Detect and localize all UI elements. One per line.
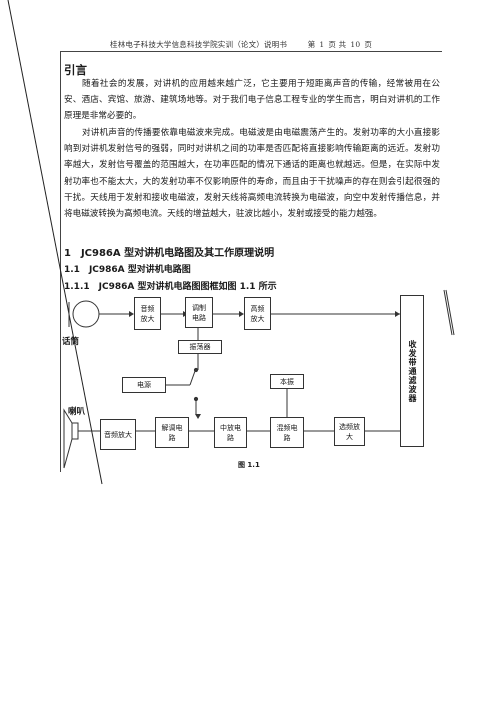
section-1-1-heading: 1.1 JC986A 型对讲机电路图 — [64, 265, 191, 275]
filter-label: 收发带通滤波器 — [408, 339, 417, 403]
block-rf-amp: 高频放大 — [244, 297, 271, 330]
block-audio-amp-tx: 音频放大 — [134, 297, 161, 330]
intro-paragraph-2: 对讲机声音的传播要依靠电磁波来完成。电磁波是由电磁震荡产生的。发射功率的大小直接… — [64, 128, 440, 220]
speaker-icon — [63, 408, 79, 469]
block-mixer: 混频电路 — [270, 417, 304, 448]
section-1-1-1-heading: 1.1.1 JC986A 型对讲机电路图图框如图 1.1 所示 — [64, 282, 277, 292]
block-demodulator: 解调电路 — [155, 417, 189, 448]
figure-caption: 图 1.1 — [238, 461, 260, 469]
block-sel-amp: 选频放大 — [334, 417, 365, 446]
header-page-total: 10 — [350, 40, 361, 49]
block-oscillator: 振荡器 — [178, 340, 222, 354]
block-audio-amp-rx: 音频放大 — [100, 419, 136, 450]
header-page-suffix: 页 — [364, 40, 373, 49]
block-if-circuit: 中放电路 — [214, 417, 247, 448]
header-page-prefix: 第 — [307, 40, 316, 49]
header-page-mid: 页 共 — [328, 40, 347, 49]
intro-paragraph-1: 随着社会的发展，对讲机的应用越来越广泛，它主要用于短距离声音的传输，经常被用在公… — [64, 79, 440, 122]
section-1-heading: 1 JC986A 型对讲机电路图及其工作原理说明 — [64, 248, 275, 259]
block-power: 电源 — [122, 377, 166, 393]
intro-title: 引言 — [64, 63, 87, 77]
header-page-num: 1 — [319, 40, 325, 49]
antenna-icon — [443, 289, 455, 336]
block-tx-rx-filter: 收发带通滤波器 — [400, 295, 424, 447]
speaker-label: 喇叭 — [68, 407, 86, 417]
block-modulator: 调制电路 — [185, 297, 213, 328]
header-school: 桂林电子科技大学信息科技学院实训（论文）说明书 — [110, 40, 288, 49]
margin-rule — [60, 52, 61, 472]
block-local-osc: 本振 — [270, 374, 304, 389]
header-rule — [60, 51, 442, 52]
mic-label: 话筒 — [62, 337, 80, 347]
